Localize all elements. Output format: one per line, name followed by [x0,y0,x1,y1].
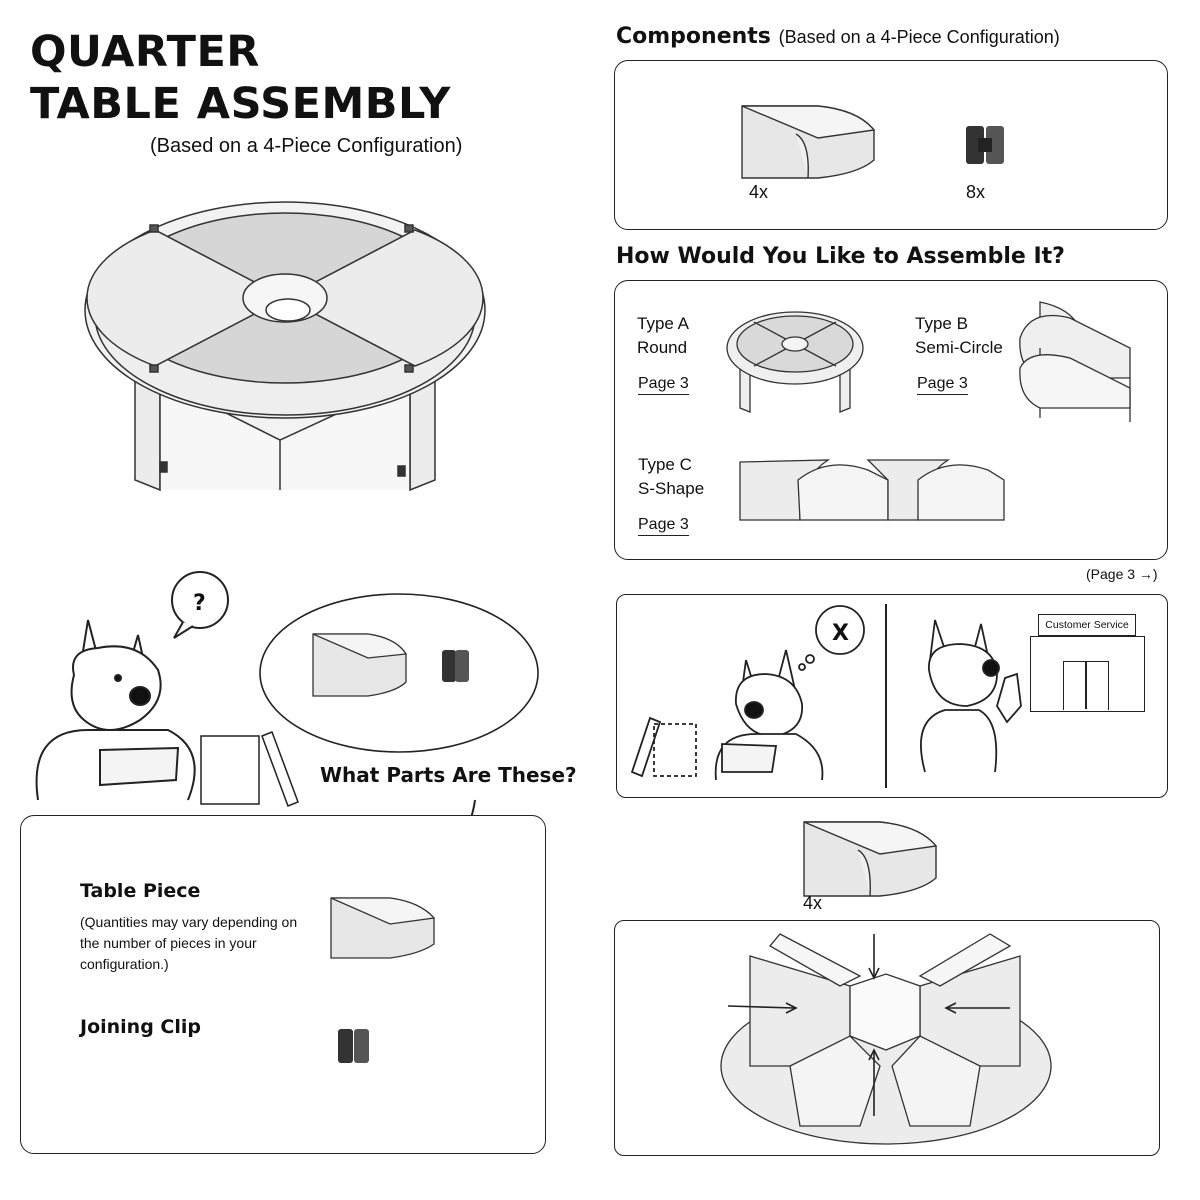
type-a-round-illustration [726,311,864,413]
round-table-illustration [84,201,486,492]
joining-clip-label: Joining Clip [80,1016,201,1038]
clip-qty: 8x [966,182,986,202]
type-c-s-shape-illustration [739,459,1005,521]
components-note: (Based on a 4-Piece Configuration) [778,27,1060,47]
joining-clip-small-icon [338,1029,369,1063]
customer-service-building [1030,636,1145,712]
type-c-page-link[interactable]: Page 3 [638,516,689,536]
assemble-heading: How Would You Like to Assemble It? [616,244,1065,269]
assembly-diagram [720,933,1052,1145]
customer-service-sign: Customer Service [1038,614,1136,636]
page-subtitle: (Based on a 4-Piece Configuration) [150,135,463,157]
page-title: QUARTER TABLE ASSEMBLY [30,26,451,130]
continue-page-note: (Page 3 →) [1086,566,1158,582]
title-line-2: TABLE ASSEMBLY [30,79,451,129]
components-box [614,60,1168,230]
type-b-page-link[interactable]: Page 3 [917,375,968,395]
type-a-page-link[interactable]: Page 3 [638,375,689,395]
parts-thought-ellipse [259,593,539,753]
question-mark: ? [193,591,206,616]
components-heading: Components (Based on a 4-Piece Configura… [616,24,1060,49]
table-piece-note: (Quantities may vary depending on the nu… [80,914,298,972]
step-qty: 4x [803,893,823,913]
joining-clip-icon [966,126,1004,164]
type-b-semicircle-illustration [1019,301,1131,422]
quarter-table-piece-icon [741,105,876,179]
x-mark: X [832,621,849,646]
table-piece-label: Table Piece [80,880,201,902]
parts-list-box [20,815,546,1154]
step-table-piece-icon [803,821,938,897]
parts-callout: What Parts Are These? [320,763,577,787]
dog-mascot-confused: ? [35,571,229,801]
manual-pages-illustration [200,731,299,807]
title-line-1: QUARTER [30,27,260,77]
panel-divider [885,604,887,788]
dog-mascot-x-thought: X [630,605,865,781]
dog-mascot-customer-service [920,619,1022,773]
table-piece-qty: 4x [749,182,769,202]
table-piece-icon [330,897,436,959]
